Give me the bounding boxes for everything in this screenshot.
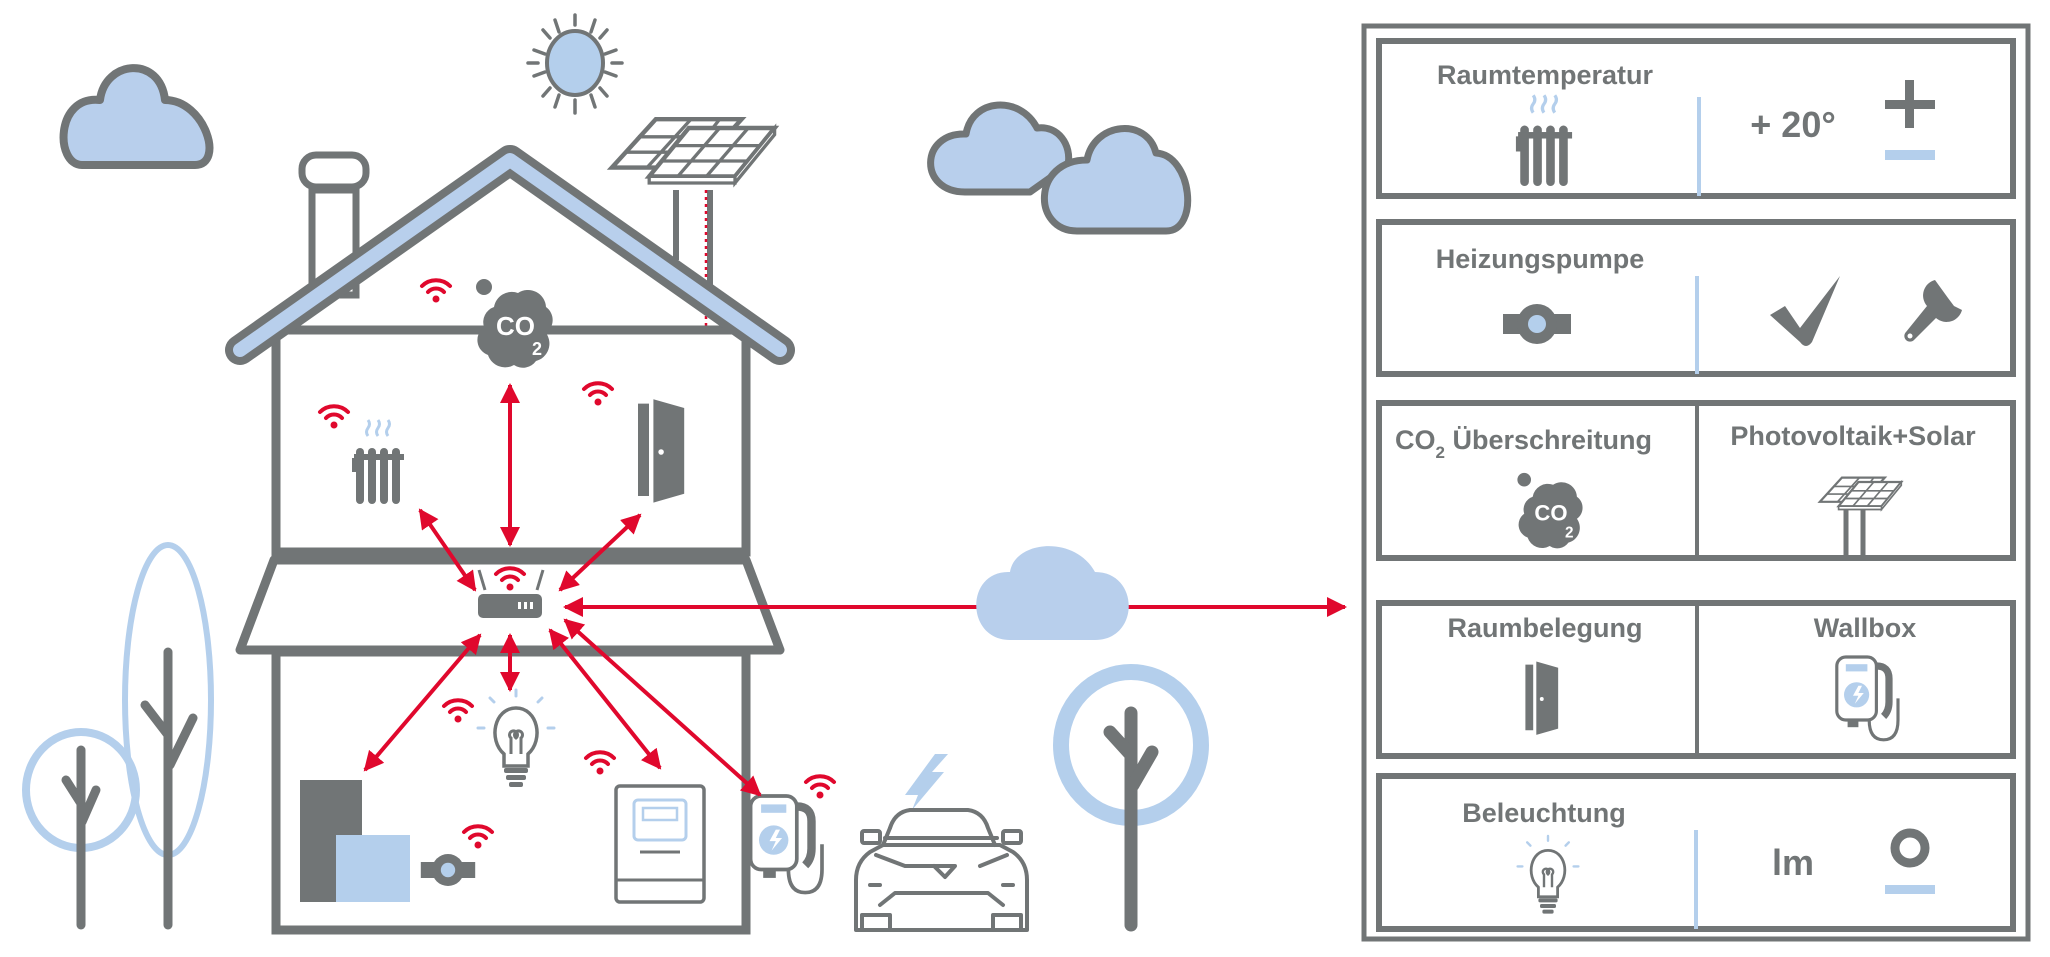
arrow-boiler	[363, 633, 482, 772]
cloud-icon	[59, 64, 214, 169]
cell-title-co2: CO2 Überschreitung	[1395, 425, 1652, 462]
minus-button[interactable]	[1885, 885, 1935, 894]
arrow-door	[558, 513, 642, 592]
tree-icon	[22, 542, 214, 930]
cell-title-raumbelegung: Raumbelegung	[1447, 613, 1642, 643]
lumen-unit: lm	[1772, 842, 1814, 883]
cell-title-photovoltaik: Photovoltaik+Solar	[1730, 421, 1976, 451]
tree-icon	[1053, 664, 1209, 932]
solar-panel-icon	[612, 119, 775, 295]
cell-title-wallbox: Wallbox	[1814, 613, 1917, 643]
wifi-icon	[804, 774, 836, 801]
meter-icon	[614, 784, 706, 904]
boiler-icon	[300, 780, 410, 902]
arrow-wallbox	[563, 618, 762, 797]
panel-row-raumbelegung-wallbox: Raumbelegung Wallbox	[1376, 600, 2016, 759]
panel-row-heizungspumpe: Heizungspumpe	[1376, 219, 2016, 377]
connection-arrows	[363, 383, 1347, 797]
co2-sensor-icon	[476, 279, 553, 368]
panel-row-raumtemperatur: Raumtemperatur + 20°	[1376, 38, 2016, 199]
plus-button[interactable]	[1885, 80, 1935, 128]
arrow-radiator	[418, 508, 477, 592]
clouds-icon	[927, 101, 1192, 235]
cloud-connection-icon	[976, 546, 1129, 640]
dimmer-knob[interactable]	[1890, 828, 1930, 868]
solar-panel-icon	[1818, 476, 1903, 556]
sun-icon	[526, 13, 624, 115]
wifi-icon	[420, 278, 452, 305]
row-title: Beleuchtung	[1462, 798, 1626, 828]
temperature-value: + 20°	[1750, 104, 1835, 145]
door-icon	[1525, 661, 1559, 735]
router-icon	[477, 566, 545, 618]
wrench-icon[interactable]	[1904, 280, 1962, 342]
minus-button[interactable]	[1885, 150, 1935, 160]
electric-car-icon	[854, 754, 1029, 932]
row-title: Raumtemperatur	[1437, 60, 1654, 90]
wallbox-icon	[751, 796, 822, 893]
panel-row-beleuchtung: Beleuchtung lm	[1376, 773, 2016, 932]
row-title: Heizungspumpe	[1436, 244, 1645, 274]
control-panel: Raumtemperatur + 20° Heizungspumpe	[1361, 23, 2031, 942]
check-icon[interactable]	[1770, 276, 1840, 346]
panel-row-co2-photovoltaik: CO2 Überschreitung Photovoltaik+Solar	[1376, 400, 2016, 561]
door-icon	[638, 399, 685, 503]
